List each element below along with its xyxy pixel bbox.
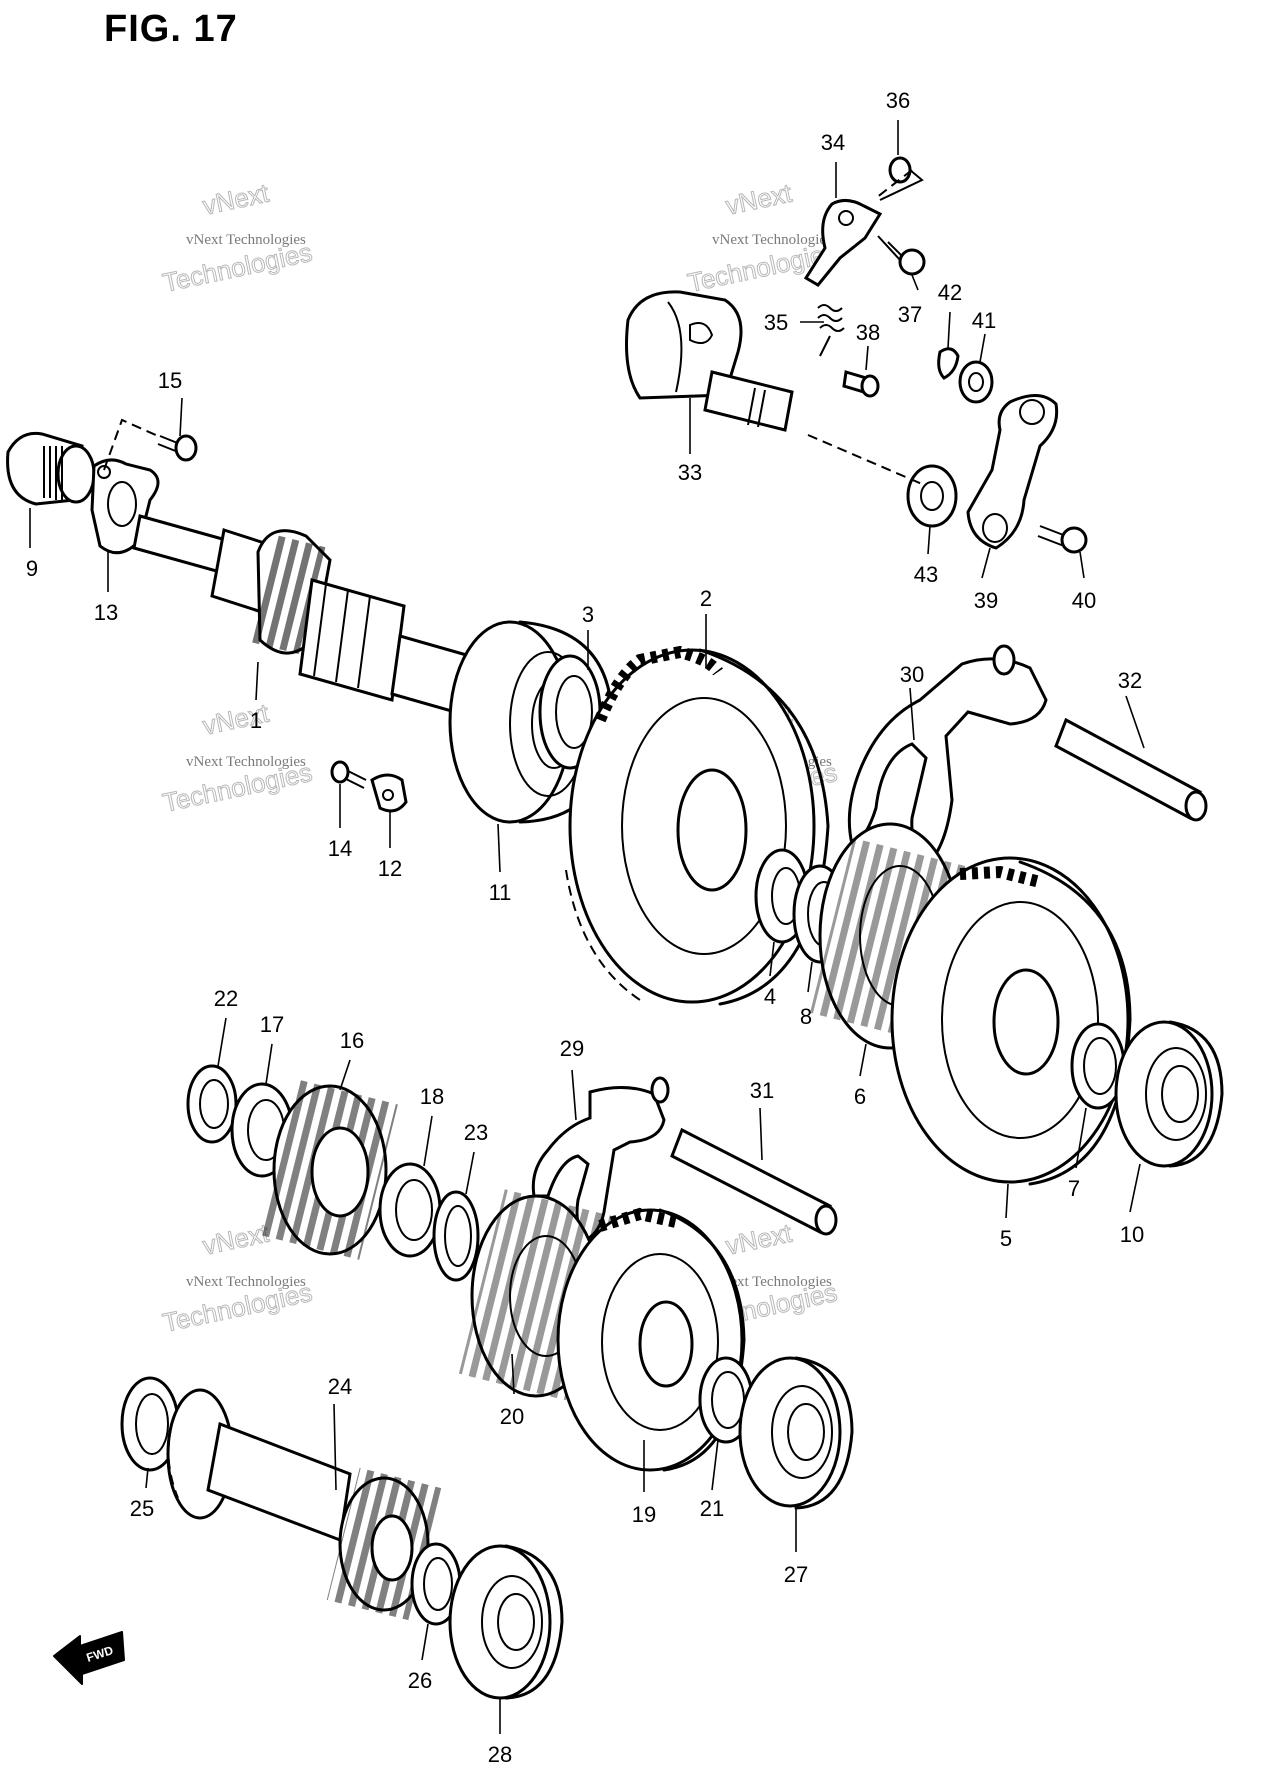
callout-35: 35 <box>764 310 788 335</box>
callout-3: 3 <box>582 602 594 627</box>
callout-36: 36 <box>886 88 910 113</box>
part-32-shift-rod <box>1054 717 1208 822</box>
callout-13: 13 <box>94 600 118 625</box>
callout-37: 37 <box>898 302 922 327</box>
callout-42: 42 <box>938 280 962 305</box>
callout-29: 29 <box>560 1036 584 1061</box>
callout-39: 39 <box>974 588 998 613</box>
watermark-text: vNext Technologies <box>186 1274 306 1290</box>
part-39-stopper-arm <box>966 394 1059 550</box>
watermark-word: vNext <box>200 1218 272 1261</box>
callout-27: 27 <box>784 1562 808 1587</box>
countershaft-assembly <box>6 418 1224 1186</box>
callout-22: 22 <box>214 986 238 1011</box>
part-10-bearing <box>1114 1020 1224 1168</box>
callout-12: 12 <box>378 856 402 881</box>
callout-2: 2 <box>700 586 712 611</box>
part-42-clip <box>937 347 960 380</box>
callout-20: 20 <box>500 1404 524 1429</box>
part-37-bolt <box>877 235 926 276</box>
watermark-text: vNext Technologies <box>186 232 306 248</box>
watermark-text: vNext Technologies <box>186 754 306 770</box>
shift-mechanism <box>625 156 1088 554</box>
callout-16: 16 <box>340 1028 364 1053</box>
callout-18: 18 <box>420 1084 444 1109</box>
part-43-oil-seal <box>906 464 958 528</box>
part-15-screw <box>157 434 198 462</box>
callout-41: 41 <box>972 308 996 333</box>
part-41-washer <box>958 360 994 404</box>
part-27-bearing <box>738 1356 854 1510</box>
callout-6: 6 <box>854 1084 866 1109</box>
part-14-screw <box>330 760 367 789</box>
callout-38: 38 <box>856 320 880 345</box>
callout-30: 30 <box>900 662 924 687</box>
watermark-text: vNext Technologies <box>712 232 832 248</box>
callout-40: 40 <box>1072 588 1096 613</box>
callout-5: 5 <box>1000 1226 1012 1251</box>
part-2-gear <box>565 645 830 1006</box>
part-24-driveshaft <box>166 1388 442 1621</box>
part-33-shift-shaft <box>625 290 794 432</box>
callout-labels: 36 34 35 37 38 42 41 33 43 39 40 15 9 13… <box>26 88 1144 1767</box>
callout-15: 15 <box>158 368 182 393</box>
driveshaft-assembly <box>120 1064 854 1700</box>
callout-31: 31 <box>750 1078 774 1103</box>
callout-43: 43 <box>914 562 938 587</box>
watermark-text: vNext Technologies <box>712 1274 832 1290</box>
part-38-pin <box>842 370 880 398</box>
part-16-gear <box>262 1080 398 1260</box>
part-19-gear <box>556 1207 746 1472</box>
part-40-bolt <box>1037 525 1088 554</box>
part-30-shift-fork <box>847 644 1048 866</box>
leader-lines <box>29 120 1145 1734</box>
part-12-lock-plate <box>370 773 408 813</box>
callout-9: 9 <box>26 556 38 581</box>
callout-19: 19 <box>632 1502 656 1527</box>
figure-title: FIG. 17 <box>104 8 238 50</box>
callout-21: 21 <box>700 1496 724 1521</box>
part-23-circlip <box>432 1190 480 1282</box>
callout-17: 17 <box>260 1012 284 1037</box>
callout-23: 23 <box>464 1120 488 1145</box>
part-31-shift-rod <box>670 1127 838 1236</box>
callout-25: 25 <box>130 1496 154 1521</box>
callout-7: 7 <box>1068 1176 1080 1201</box>
callout-28: 28 <box>488 1742 512 1767</box>
watermark-word: vNext <box>723 178 795 221</box>
callout-11: 11 <box>489 880 512 905</box>
callout-14: 14 <box>328 836 352 861</box>
part-18-washer <box>378 1162 442 1258</box>
part-9-needle-bearing <box>6 431 96 506</box>
part-36-washer <box>879 156 924 201</box>
part-34-arm <box>803 199 883 287</box>
callout-32: 32 <box>1118 668 1142 693</box>
callout-1: 1 <box>250 708 262 733</box>
watermark-word: vNext <box>200 178 272 221</box>
callout-4: 4 <box>764 984 776 1009</box>
watermark-word: vNext <box>723 1218 795 1261</box>
part-22-washer <box>186 1064 238 1144</box>
callout-8: 8 <box>800 1004 812 1029</box>
part-35-spring <box>817 304 845 357</box>
callout-10: 10 <box>1120 1222 1144 1247</box>
part-28-bearing <box>448 1544 564 1700</box>
fwd-arrow-icon: FWD <box>53 1631 125 1685</box>
part-1-countershaft <box>132 514 502 716</box>
callout-26: 26 <box>408 1668 432 1693</box>
callout-24: 24 <box>328 1374 352 1399</box>
callout-33: 33 <box>678 460 702 485</box>
callout-34: 34 <box>821 130 845 155</box>
part-5-gear <box>890 856 1132 1186</box>
